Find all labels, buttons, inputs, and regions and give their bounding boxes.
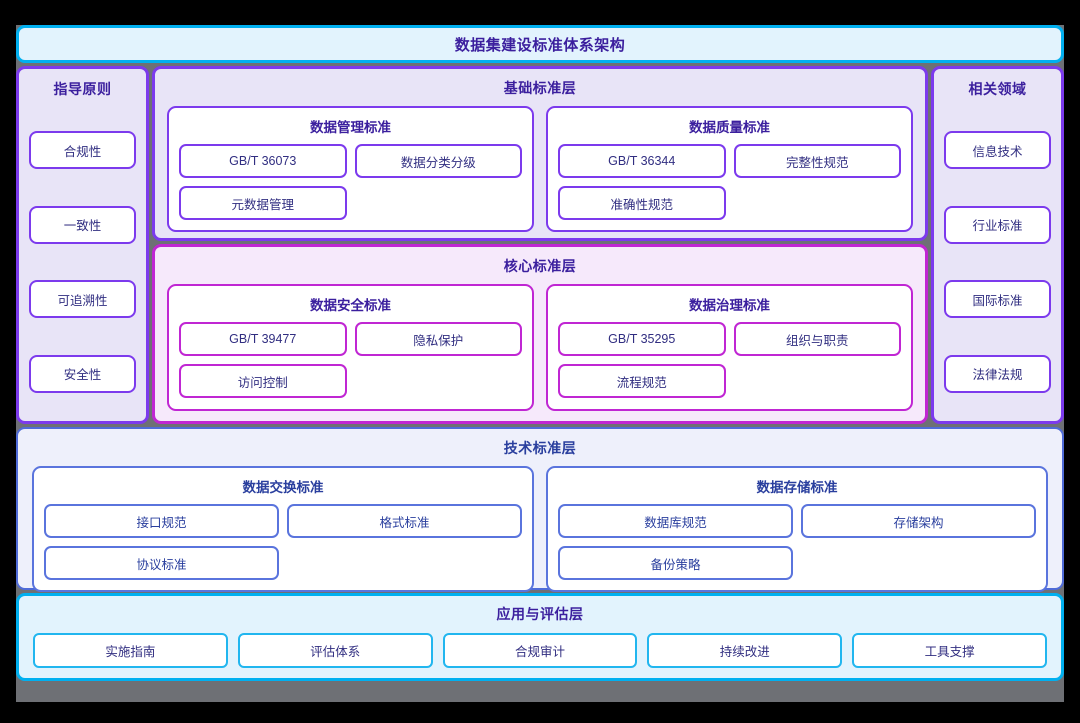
list-item[interactable]: 行业标准 [944, 205, 1051, 244]
list-item[interactable]: 评估体系 [237, 633, 433, 668]
group-title: 数据安全标准 [310, 298, 391, 313]
data-quality-group: 数据质量标准 GB/T 36344 完整性规范 准确性规范 [546, 106, 913, 232]
guiding-principles-list: 合规性 一致性 可追溯性 安全性 [29, 113, 136, 411]
page-title: 数据集建设标准体系架构 [454, 36, 626, 54]
guiding-principles-title: 指导原则 [53, 81, 112, 97]
data-storage-group: 数据存储标准 数据库规范 存储架构 备份策略 [546, 466, 1048, 592]
list-item[interactable]: 数据库规范 [558, 504, 793, 538]
list-item[interactable]: 存储架构 [801, 504, 1036, 538]
data-exchange-group: 数据交换标准 接口规范 格式标准 协议标准 [32, 466, 534, 592]
list-item[interactable]: 备份策略 [558, 546, 793, 580]
group-items: GB/T 39477 隐私保护 访问控制 [179, 322, 522, 398]
related-domains-panel: 相关领域 信息技术 行业标准 国际标准 法律法规 [931, 66, 1064, 424]
list-item[interactable]: 数据分类分级 [354, 144, 522, 178]
group-items: GB/T 36344 完整性规范 准确性规范 [558, 144, 901, 220]
app-layer-items: 实施指南 评估体系 合规审计 持续改进 工具支撑 [33, 633, 1047, 668]
list-item[interactable]: 一致性 [29, 205, 136, 244]
tech-layer-groups: 数据交换标准 接口规范 格式标准 协议标准 数据存储标准 数据库规范 存储架构 … [32, 466, 1048, 592]
related-domains-title: 相关领域 [968, 81, 1027, 97]
list-item[interactable]: 法律法规 [944, 354, 1051, 393]
list-item[interactable]: GB/T 36073 [179, 144, 347, 178]
list-item[interactable]: 持续改进 [647, 633, 843, 668]
list-item[interactable]: 隐私保护 [354, 322, 522, 356]
list-item[interactable]: 可追溯性 [29, 280, 136, 319]
app-layer-title: 应用与评估层 [496, 606, 584, 622]
group-title: 数据交换标准 [242, 480, 324, 495]
guiding-principles-panel: 指导原则 合规性 一致性 可追溯性 安全性 [16, 66, 149, 424]
list-item[interactable]: 协议标准 [44, 546, 279, 580]
list-item[interactable]: 组织与职责 [733, 322, 901, 356]
architecture-diagram: 数据集建设标准体系架构 指导原则 合规性 一致性 可追溯性 安全性 基础标准层 … [16, 25, 1064, 702]
list-item[interactable]: 格式标准 [287, 504, 522, 538]
list-item[interactable]: 信息技术 [944, 131, 1051, 170]
core-standards-layer: 核心标准层 数据安全标准 GB/T 39477 隐私保护 访问控制 数据治理标准 [152, 244, 928, 424]
list-item[interactable]: 合规审计 [442, 633, 638, 668]
core-layer-title: 核心标准层 [503, 258, 577, 274]
list-item[interactable]: 元数据管理 [179, 186, 347, 220]
middle-region: 指导原则 合规性 一致性 可追溯性 安全性 基础标准层 数据管理标准 GB/T … [16, 66, 1064, 424]
group-items: 数据库规范 存储架构 备份策略 [558, 504, 1036, 580]
group-title: 数据质量标准 [689, 120, 770, 135]
core-layer-groups: 数据安全标准 GB/T 39477 隐私保护 访问控制 数据治理标准 GB/T … [167, 284, 913, 411]
basic-layer-title: 基础标准层 [503, 80, 577, 96]
list-item[interactable]: 国际标准 [944, 280, 1051, 319]
center-column: 基础标准层 数据管理标准 GB/T 36073 数据分类分级 元数据管理 数据质… [152, 66, 928, 424]
list-item[interactable]: GB/T 35295 [558, 322, 726, 356]
tech-layer-title: 技术标准层 [503, 440, 577, 456]
list-item[interactable]: 合规性 [29, 131, 136, 170]
group-title: 数据治理标准 [689, 298, 770, 313]
list-item[interactable]: 实施指南 [33, 633, 228, 668]
list-item[interactable]: 准确性规范 [558, 186, 726, 220]
basic-standards-layer: 基础标准层 数据管理标准 GB/T 36073 数据分类分级 元数据管理 数据质… [152, 66, 928, 241]
list-item[interactable]: 流程规范 [558, 364, 726, 398]
list-item[interactable]: 接口规范 [44, 504, 279, 538]
list-item[interactable]: 工具支撑 [852, 633, 1047, 668]
diagram-title-bar: 数据集建设标准体系架构 [16, 25, 1064, 63]
technical-standards-layer: 技术标准层 数据交换标准 接口规范 格式标准 协议标准 数据存储标准 数据库规范… [16, 427, 1064, 592]
list-item[interactable]: 完整性规范 [733, 144, 901, 178]
list-item[interactable]: GB/T 39477 [179, 322, 347, 356]
group-title: 数据管理标准 [310, 120, 391, 135]
list-item[interactable]: 安全性 [29, 354, 136, 393]
data-management-group: 数据管理标准 GB/T 36073 数据分类分级 元数据管理 [167, 106, 534, 232]
basic-layer-groups: 数据管理标准 GB/T 36073 数据分类分级 元数据管理 数据质量标准 GB… [167, 106, 913, 232]
group-items: 接口规范 格式标准 协议标准 [44, 504, 522, 580]
group-items: GB/T 35295 组织与职责 流程规范 [558, 322, 901, 398]
application-evaluation-layer: 应用与评估层 实施指南 评估体系 合规审计 持续改进 工具支撑 [16, 593, 1064, 681]
group-items: GB/T 36073 数据分类分级 元数据管理 [179, 144, 522, 220]
group-title: 数据存储标准 [756, 480, 838, 495]
data-security-group: 数据安全标准 GB/T 39477 隐私保护 访问控制 [167, 284, 534, 411]
list-item[interactable]: 访问控制 [179, 364, 347, 398]
related-domains-list: 信息技术 行业标准 国际标准 法律法规 [944, 113, 1051, 411]
data-governance-group: 数据治理标准 GB/T 35295 组织与职责 流程规范 [546, 284, 913, 411]
list-item[interactable]: GB/T 36344 [558, 144, 726, 178]
